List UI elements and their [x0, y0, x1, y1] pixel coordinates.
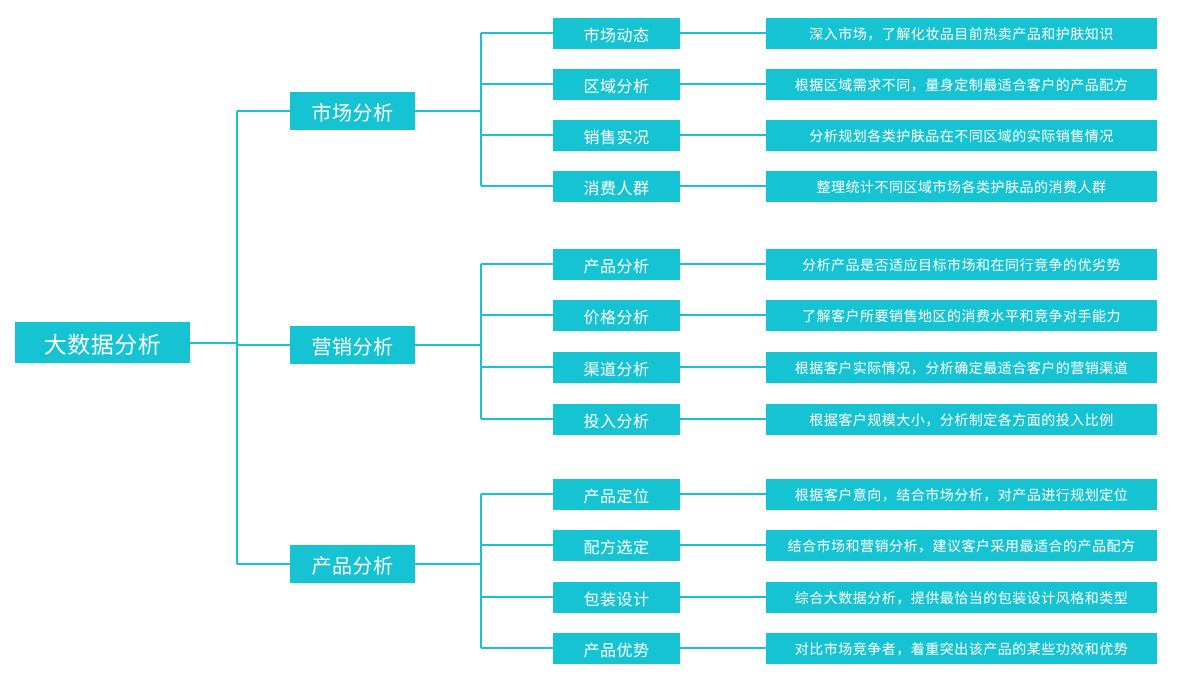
child-node-2-2[interactable]: 价格分析	[553, 300, 680, 331]
child-node-2-1[interactable]: 产品分析	[553, 249, 680, 280]
child-node-1-4[interactable]: 消费人群	[553, 171, 680, 202]
child-node-1-3[interactable]: 销售实况	[553, 120, 680, 151]
child-node-2-4[interactable]: 投入分析	[553, 404, 680, 435]
child-node-3-2[interactable]: 配方选定	[553, 530, 680, 561]
branch-node-product-analysis[interactable]: 产品分析	[290, 545, 415, 583]
branch-node-market-analysis[interactable]: 市场分析	[290, 92, 415, 130]
child-node-3-4[interactable]: 产品优势	[553, 633, 680, 664]
child-node-3-3[interactable]: 包装设计	[553, 582, 680, 613]
leaf-node-3-4[interactable]: 对比市场竞争者，着重突出该产品的某些功效和优势	[766, 633, 1157, 664]
child-node-1-2[interactable]: 区域分析	[553, 69, 680, 100]
leaf-node-3-3[interactable]: 综合大数据分析，提供最恰当的包装设计风格和类型	[766, 582, 1157, 613]
branch-node-marketing-analysis[interactable]: 营销分析	[290, 326, 415, 364]
child-node-1-1[interactable]: 市场动态	[553, 18, 680, 49]
leaf-node-2-1[interactable]: 分析产品是否适应目标市场和在同行竞争的优劣势	[766, 249, 1157, 280]
leaf-node-1-1[interactable]: 深入市场，了解化妆品目前热卖产品和护肤知识	[766, 18, 1157, 49]
child-node-3-1[interactable]: 产品定位	[553, 479, 680, 510]
root-node[interactable]: 大数据分析	[15, 322, 190, 363]
leaf-node-3-2[interactable]: 结合市场和营销分析，建议客户采用最适合的产品配方	[766, 530, 1157, 561]
leaf-node-2-3[interactable]: 根据客户实际情况，分析确定最适合客户的营销渠道	[766, 352, 1157, 383]
leaf-node-2-2[interactable]: 了解客户所要销售地区的消费水平和竞争对手能力	[766, 300, 1157, 331]
leaf-node-1-2[interactable]: 根据区域需求不同，量身定制最适合客户的产品配方	[766, 69, 1157, 100]
leaf-node-2-4[interactable]: 根据客户规模大小，分析制定各方面的投入比例	[766, 404, 1157, 435]
leaf-node-1-3[interactable]: 分析规划各类护肤品在不同区域的实际销售情况	[766, 120, 1157, 151]
leaf-node-1-4[interactable]: 整理统计不同区域市场各类护肤品的消费人群	[766, 171, 1157, 202]
leaf-node-3-1[interactable]: 根据客户意向，结合市场分析，对产品进行规划定位	[766, 479, 1157, 510]
child-node-2-3[interactable]: 渠道分析	[553, 352, 680, 383]
